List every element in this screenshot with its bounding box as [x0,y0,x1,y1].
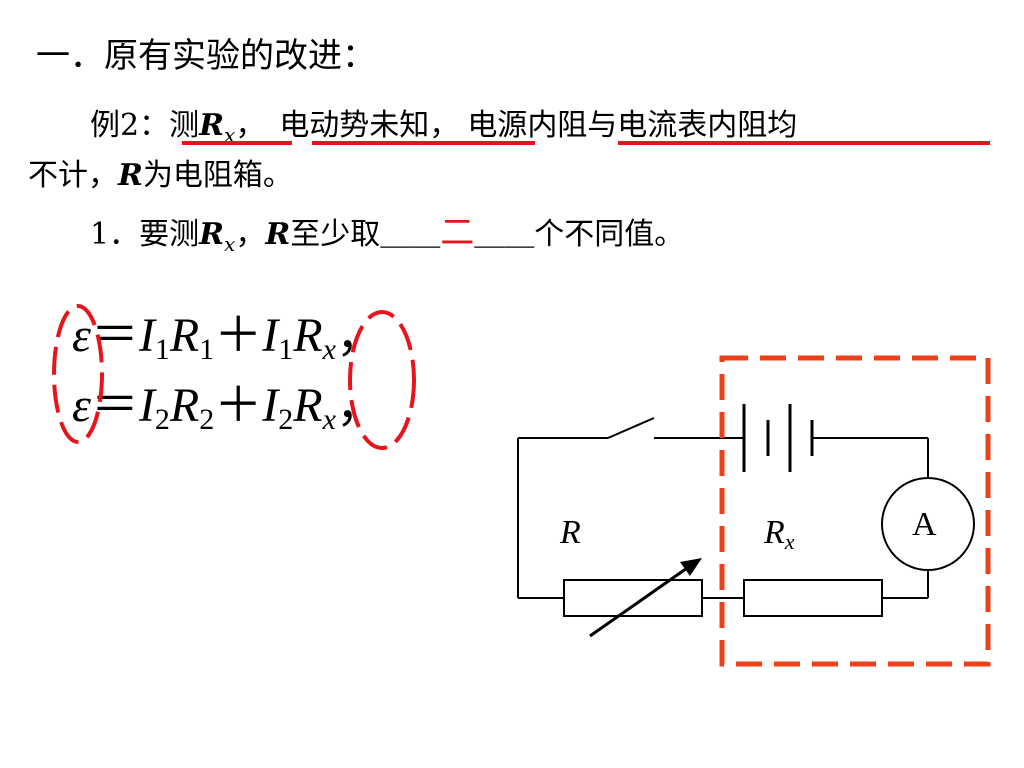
measure-rx-text: 测Rx [169,108,236,147]
resistor-r-label: R [560,514,581,551]
blank-right: ＿＿ [474,217,535,252]
equation-2: ε＝I2R2＋I2Rx， [72,379,384,436]
resistor-rx-label: Rx [764,514,795,554]
answer-text: 二 [440,213,475,253]
example-line-1: 例2：测Rx，电动势未知，电源内阻与电流表内阻均 [90,108,798,147]
blank-left: ＿＿ [380,217,441,252]
example-line-2: 不计，R为电阻箱。 [28,158,293,193]
ammeter-circle [881,477,975,571]
source-prefix: 电源 [467,108,528,143]
variable-arrow-shaft [589,564,691,638]
variable-arrow-head [680,558,702,576]
emf-unknown-text: 电动势未知， [279,108,460,143]
resistor-box-rx [743,579,883,617]
rx-highlight-ellipse [348,310,416,450]
slide-heading: 一．原有实验的改进： [36,36,376,76]
switch-lever [607,417,655,439]
resistance-note: 内阻与电流表内阻均 [527,108,798,143]
dashed-box [719,355,991,667]
ammeter-label: A [912,506,937,543]
question-1: 1．要测Rx，R至少取＿＿二＿＿个不同值。 [90,213,685,256]
equation-1: ε＝I1R1＋I1Rx， [72,309,384,366]
emf-highlight-ellipse [52,304,104,444]
example-prefix: 例2： [90,108,170,143]
resistor-box-r [563,579,703,617]
